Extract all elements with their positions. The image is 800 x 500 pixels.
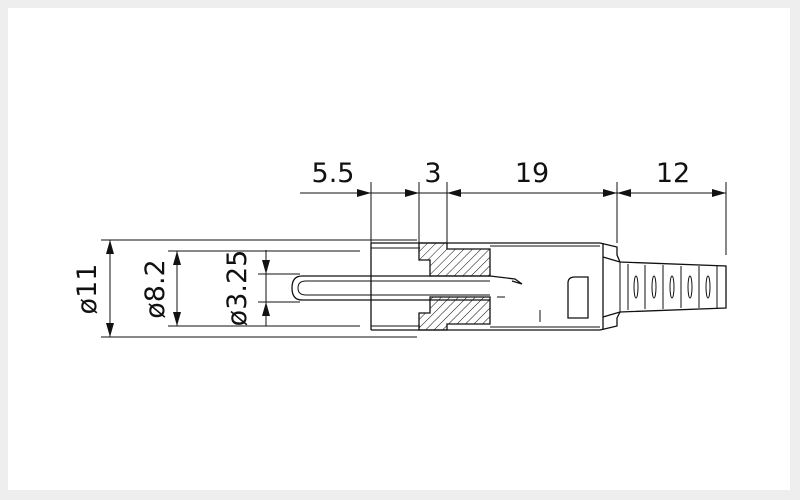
dim-5-5: 5.5 — [312, 158, 355, 189]
dim-d11: ø11 — [72, 264, 103, 315]
drawing-frame — [8, 8, 790, 490]
diameter-dimensions: ø11 ø8.2 ø3.25 — [72, 239, 417, 338]
insulator-section — [418, 242, 491, 331]
dim-3: 3 — [424, 158, 441, 189]
contact-pin — [291, 275, 490, 301]
dim-19: 19 — [515, 158, 549, 189]
dim-d3-25: ø3.25 — [222, 250, 253, 327]
top-dimension-chain: 5.5 3 19 12 — [300, 158, 727, 255]
connector-body — [291, 242, 727, 331]
dim-12: 12 — [656, 158, 690, 189]
dim-d8-2: ø8.2 — [140, 259, 171, 318]
strain-relief-boot — [602, 256, 727, 318]
